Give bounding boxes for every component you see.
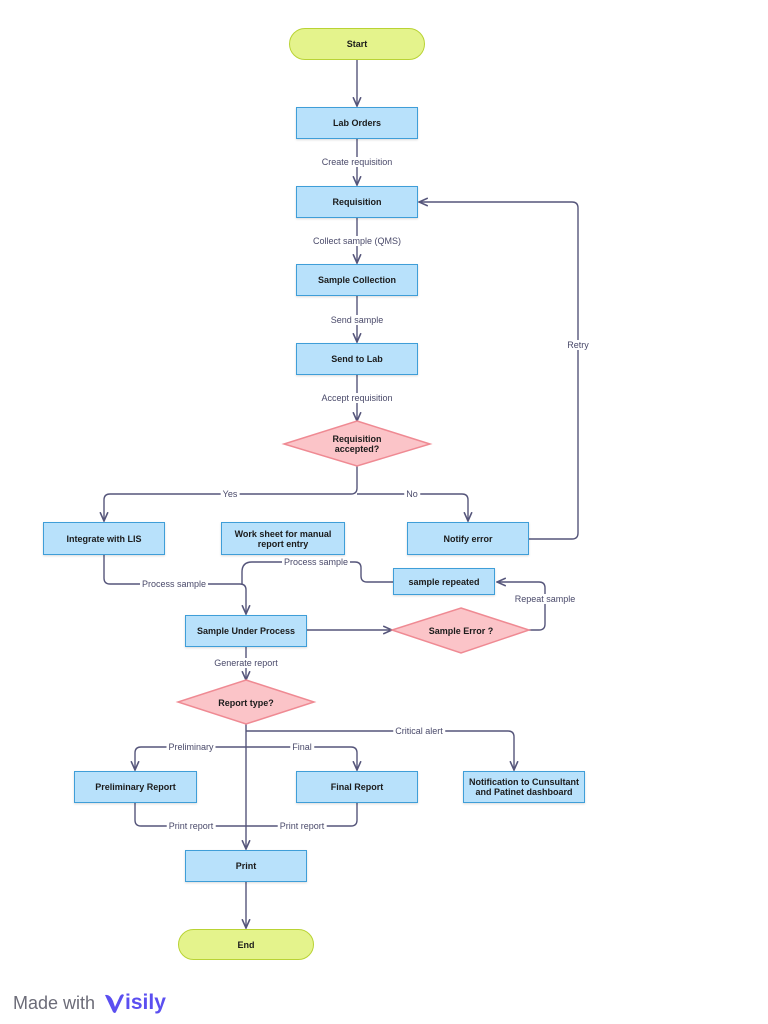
edge-label-create-requisition: Create requisition	[319, 157, 395, 167]
edge-label-process-sample-lis: Process sample	[139, 579, 209, 589]
watermark-brand: isily	[103, 991, 166, 1015]
node-final-report-label: Final Report	[330, 782, 384, 792]
node-sample-collection: Sample Collection	[296, 264, 418, 296]
node-sample-repeated: sample repeated	[393, 568, 495, 595]
edge-label-accept-requisition: Accept requisition	[319, 393, 395, 403]
edge-no-branch	[357, 493, 468, 521]
edge-label-critical-alert: Critical alert	[393, 726, 445, 736]
decision-sample-error-shape	[389, 607, 532, 654]
node-notification-label: Notification to Cunsultant and Patinet d…	[469, 777, 579, 797]
edge-final-print	[246, 803, 358, 827]
decision-report-type-shape	[175, 679, 317, 725]
edge-label-collect-sample: Collect sample (QMS)	[310, 236, 404, 246]
watermark-brand-text: isily	[125, 991, 166, 1014]
node-notify-error-label: Notify error	[443, 533, 493, 544]
edge-label-repeat-sample: Repeat sample	[512, 594, 578, 604]
watermark[interactable]: Made with isily	[13, 991, 166, 1015]
decision-requisition-accepted-shape	[281, 420, 433, 467]
decision-requisition-accepted-label: Requisition accepted?	[332, 434, 382, 454]
node-preliminary-report-label: Preliminary Report	[95, 782, 176, 792]
node-end-label: End	[237, 939, 255, 950]
edge-label-print-report-final: Print report	[277, 821, 327, 831]
node-lab-orders-label: Lab Orders	[332, 118, 381, 128]
edge-repeat-sample	[497, 582, 546, 631]
node-preliminary-report: Preliminary Report	[74, 771, 197, 803]
node-work-sheet-label: Work sheet for manual report entry	[234, 528, 332, 549]
node-start-label: Start	[346, 39, 368, 49]
visily-v-logo-icon	[105, 994, 125, 1013]
edge-label-print-report-preliminary: Print report	[166, 821, 216, 831]
node-print-label: Print	[235, 861, 257, 871]
edge-preliminary-branch	[135, 746, 246, 770]
node-notify-error: Notify error	[407, 522, 529, 555]
node-send-to-lab: Send to Lab	[296, 343, 418, 375]
edge-label-send-sample: Send sample	[328, 315, 386, 325]
node-requisition: Requisition	[296, 186, 418, 218]
decision-sample-error-label: Sample Error ?	[428, 626, 494, 636]
node-sample-collection-label: Sample Collection	[317, 275, 397, 285]
node-print: Print	[185, 850, 307, 882]
node-send-to-lab-label: Send to Lab	[331, 354, 383, 364]
edge-retry	[419, 202, 579, 540]
edge-preliminary-print	[134, 803, 246, 827]
edge-label-preliminary: Preliminary	[166, 742, 216, 752]
edge-label-retry: Retry	[565, 340, 591, 350]
edge-final-branch	[246, 746, 357, 770]
edge-label-no: No	[404, 489, 420, 499]
node-start: Start	[289, 28, 425, 60]
node-notification: Notification to Cunsultant and Patinet d…	[463, 771, 585, 803]
node-sample-under-process: Sample Under Process	[185, 615, 307, 647]
edge-repeated-to-sample-under-process	[241, 561, 393, 584]
decision-report-type-label: Report type?	[218, 698, 274, 708]
node-requisition-label: Requisition	[332, 197, 382, 207]
node-sample-repeated-label: sample repeated	[408, 576, 480, 587]
node-end: End	[178, 929, 314, 960]
node-lab-orders: Lab Orders	[296, 107, 418, 139]
edge-label-final: Final	[290, 742, 314, 752]
node-integrate-with-lis: Integrate with LIS	[43, 522, 165, 555]
edge-critical-alert-branch	[246, 730, 514, 770]
watermark-prefix: Made with	[13, 992, 96, 1013]
edge-label-yes: Yes	[220, 489, 240, 499]
edge-label-process-sample-worksheet: Process sample	[281, 557, 351, 567]
node-sample-under-process-label: Sample Under Process	[196, 626, 296, 636]
node-integrate-with-lis-label: Integrate with LIS	[66, 533, 142, 544]
node-work-sheet: Work sheet for manual report entry	[221, 522, 345, 555]
node-final-report: Final Report	[296, 771, 418, 803]
edge-label-generate-report: Generate report	[212, 658, 280, 668]
